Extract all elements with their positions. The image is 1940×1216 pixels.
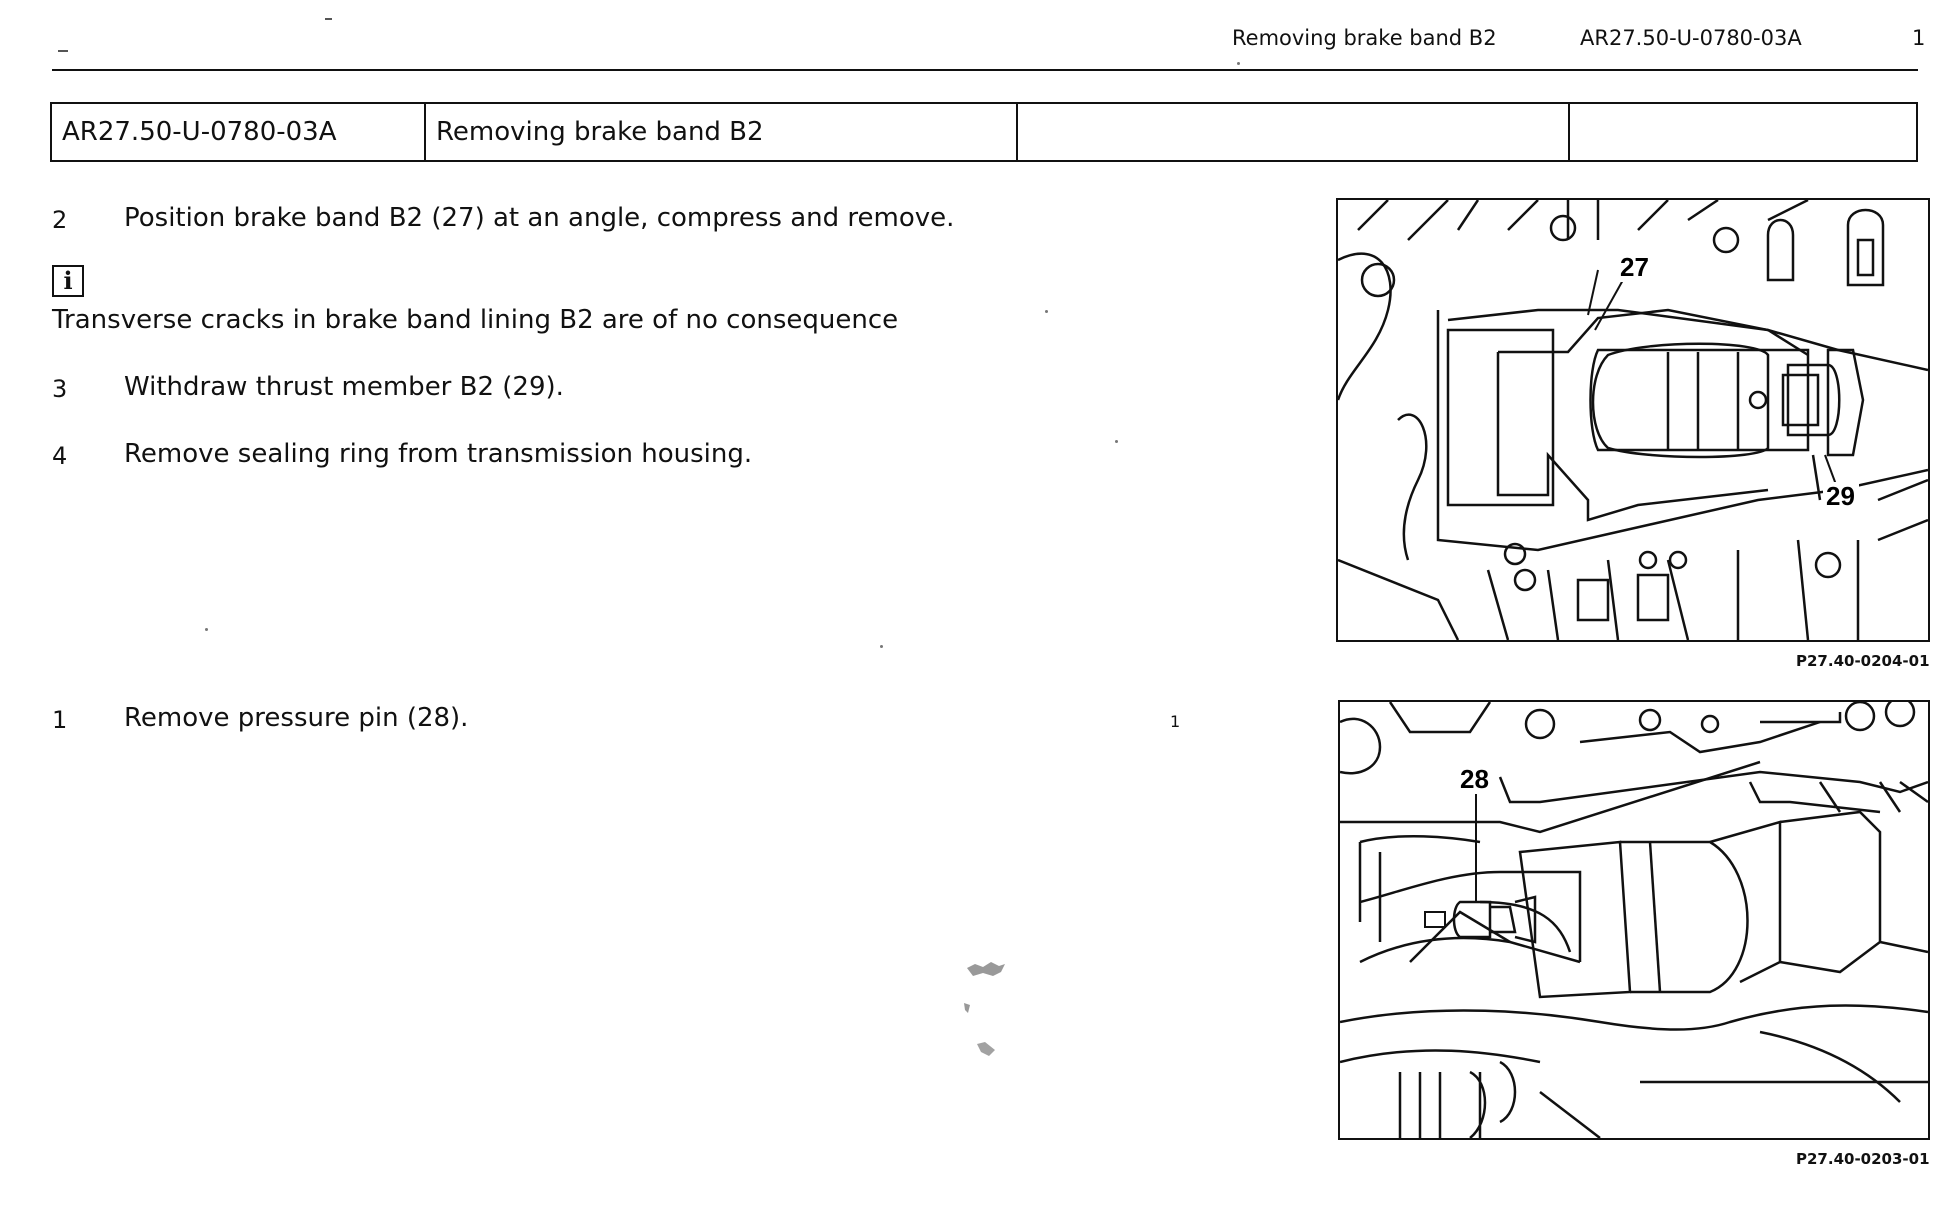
step-text: Position brake band B2 (27) at an angle,…	[124, 203, 955, 233]
figure-brake-band: 27 29	[1336, 198, 1930, 642]
scan-speck	[1237, 62, 1240, 65]
scan-blot	[975, 1040, 997, 1058]
step-number: 2	[52, 206, 68, 234]
scan-blot	[962, 1000, 974, 1014]
title-box-id: AR27.50-U-0780-03A	[50, 102, 426, 162]
step-number: 3	[52, 375, 68, 403]
leader-27	[1594, 279, 1624, 331]
callout-28: 28	[1460, 764, 1489, 794]
info-note-text: Transverse cracks in brake band lining B…	[52, 305, 899, 335]
title-box-title: Removing brake band B2	[424, 102, 1018, 162]
stray-mark: 1	[1170, 712, 1181, 731]
scan-blot	[965, 958, 1007, 980]
step-text: Withdraw thrust member B2 (29).	[124, 372, 564, 402]
figure-pressure-pin: 28	[1338, 700, 1930, 1140]
figure-caption: P27.40-0203-01	[1796, 1150, 1930, 1168]
header-rule	[52, 69, 1918, 71]
step-number: 4	[52, 442, 68, 470]
scan-mark	[58, 50, 68, 52]
info-icon: i	[52, 265, 84, 297]
header-title: Removing brake band B2	[1232, 26, 1497, 50]
step-text: Remove pressure pin (28).	[124, 703, 469, 733]
title-box-empty-cell	[1568, 102, 1918, 162]
step-text: Remove sealing ring from transmission ho…	[124, 439, 753, 469]
scan-speck	[205, 628, 208, 631]
figure-pressure-pin-drawing: 28	[1340, 702, 1928, 1138]
title-box-empty-cell	[1016, 102, 1570, 162]
callout-27: 27	[1620, 252, 1649, 282]
header-doc-id: AR27.50-U-0780-03A	[1580, 26, 1802, 50]
figure-caption: P27.40-0204-01	[1796, 652, 1930, 670]
step-number: 1	[52, 706, 68, 734]
scan-speck	[1045, 310, 1048, 313]
callout-29: 29	[1826, 481, 1855, 511]
title-box: AR27.50-U-0780-03A Removing brake band B…	[50, 102, 1918, 162]
page-number: 1	[1912, 26, 1926, 50]
scan-speck	[1115, 440, 1118, 443]
figure-brake-band-drawing: 27 29	[1338, 200, 1928, 640]
scan-speck	[880, 645, 883, 648]
scan-mark	[325, 18, 332, 20]
